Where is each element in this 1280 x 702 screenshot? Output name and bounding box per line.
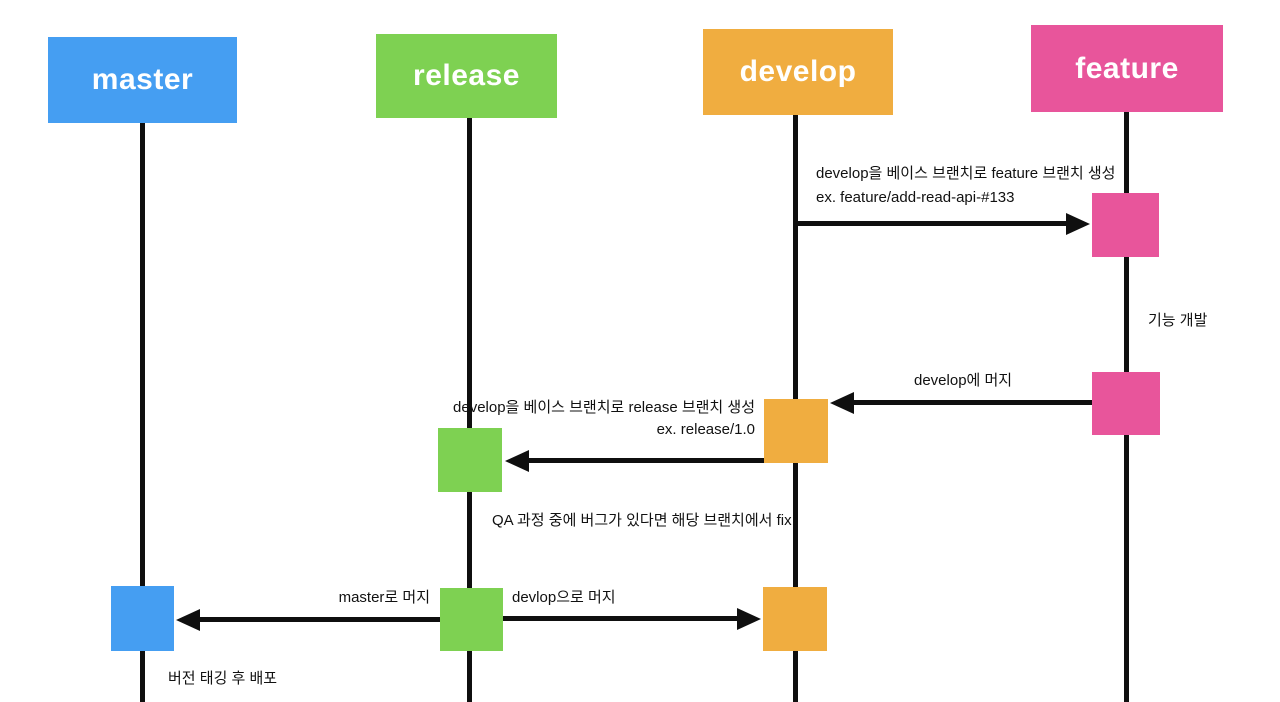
note-tag-and-deploy: 버전 태깅 후 배포 xyxy=(168,670,278,687)
note-feature-development: 기능 개발 xyxy=(1148,312,1208,329)
activation-box-feature-created xyxy=(1092,193,1159,257)
message-merge-feature-to-develop: develop에 머지 xyxy=(914,372,1013,389)
arrow-develop-to-release-head-icon xyxy=(505,450,529,472)
message-merge-release-to-master: master로 머지 xyxy=(338,589,430,606)
activation-box-develop-after-release-merge xyxy=(763,587,827,651)
arrow-release-to-master-head-icon xyxy=(176,609,200,631)
lane-header-release: release xyxy=(376,34,557,118)
lane-label-feature: feature xyxy=(1075,51,1179,85)
arrow-release-to-develop-head-icon xyxy=(737,608,761,630)
activation-box-release-merge-source xyxy=(440,588,503,651)
activation-box-feature-merge-source xyxy=(1092,372,1160,435)
message-create-feature-branch: develop을 베이스 브랜치로 feature 브랜치 생성 xyxy=(816,165,1116,182)
lane-label-release: release xyxy=(413,59,520,92)
message-create-release-example: ex. release/1.0 xyxy=(656,421,755,438)
arrow-develop-to-release-line xyxy=(527,458,764,463)
note-qa-bugfix: QA 과정 중에 버그가 있다면 해당 브랜치에서 fix xyxy=(492,512,792,529)
lane-label-master: master xyxy=(91,63,194,96)
lifeline-master xyxy=(140,123,145,702)
lane-label-develop: develop xyxy=(739,55,857,88)
arrow-release-to-develop-line xyxy=(503,616,739,621)
arrow-release-to-master-line xyxy=(198,617,440,622)
arrow-develop-to-feature-head-icon xyxy=(1066,213,1090,235)
arrow-feature-to-develop-head-icon xyxy=(830,392,854,414)
arrow-feature-to-develop-line xyxy=(852,400,1092,405)
message-merge-release-to-develop: devlop으로 머지 xyxy=(512,589,616,606)
message-create-release-branch: develop을 베이스 브랜치로 release 브랜치 생성 xyxy=(453,399,755,416)
message-create-feature-example: ex. feature/add-read-api-#133 xyxy=(816,189,1015,206)
lane-header-master: master xyxy=(48,37,237,123)
activation-box-release-created xyxy=(438,428,502,492)
arrow-develop-to-feature-line xyxy=(796,221,1068,226)
lane-header-develop: develop xyxy=(703,29,893,115)
lane-header-feature: feature xyxy=(1031,25,1223,112)
activation-box-develop-after-feature-merge xyxy=(764,399,828,463)
activation-box-master-after-merge xyxy=(111,586,174,651)
lifeline-release xyxy=(467,118,472,702)
